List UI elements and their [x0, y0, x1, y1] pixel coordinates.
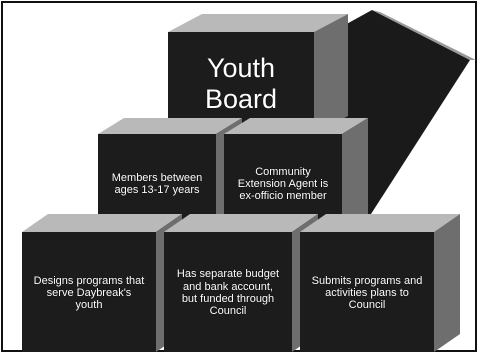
youth-board-title: Youth Board	[168, 42, 314, 126]
budget-label: Has separate budget and bank account, bu…	[176, 268, 280, 318]
members-label: Members between ages 13-17 years	[111, 171, 203, 196]
title-line-1: Youth	[206, 52, 276, 83]
agent-label: Community Extension Agent is ex-officio …	[237, 165, 329, 203]
submits-block	[300, 214, 460, 352]
submits-label: Submits programs and activities plans to…	[311, 274, 423, 312]
arrow-highlight	[372, 10, 476, 60]
title-line-2: Board	[204, 84, 278, 114]
designs-label: Designs programs that serve Daybreak's y…	[33, 274, 145, 312]
youth-board-block	[168, 14, 348, 134]
